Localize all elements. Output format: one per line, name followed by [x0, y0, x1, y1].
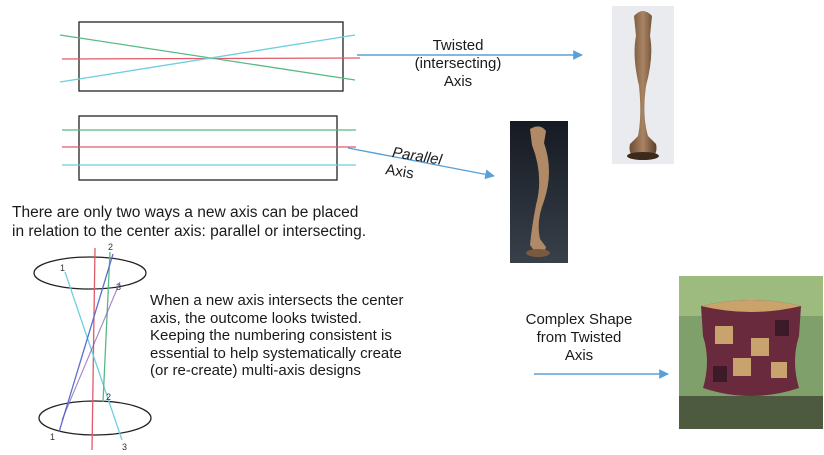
bottom-ellipse [38, 400, 152, 436]
twisted-axis-label: Twisted (intersecting) Axis [414, 37, 502, 90]
cyan-axis-line [59, 34, 356, 83]
parallel-axis-box [62, 115, 356, 181]
bottom-number-2: 2 [106, 392, 111, 402]
green-axis-line [59, 34, 356, 81]
cylinder-diagram: 1 2 3 1 2 3 [33, 242, 152, 452]
bottom-number-1: 1 [50, 432, 55, 442]
purple-axis-line [61, 281, 121, 421]
complex-shape-photo [679, 276, 823, 429]
complex-shape-label: Complex Shape from Twisted Axis [525, 311, 633, 364]
axis-placement-statement: There are only two ways a new axis can b… [12, 204, 367, 240]
top-number-1: 1 [60, 263, 65, 273]
parallel-arrow [347, 147, 495, 180]
green-axis-line [102, 251, 111, 403]
twist-description: When a new axis intersects the center ax… [150, 292, 404, 379]
top-number-2: 2 [108, 242, 113, 252]
blue-axis-line [58, 253, 114, 433]
top-ellipse [33, 256, 147, 290]
twisted-spindle-photo [612, 6, 674, 164]
cyan-axis-line [64, 271, 123, 441]
twisted-axis-box [59, 21, 361, 92]
center-axis-line [91, 247, 96, 451]
parallel-spindle-photo [510, 121, 568, 263]
bottom-number-3: 3 [122, 442, 127, 452]
top-number-3: 3 [116, 282, 121, 292]
